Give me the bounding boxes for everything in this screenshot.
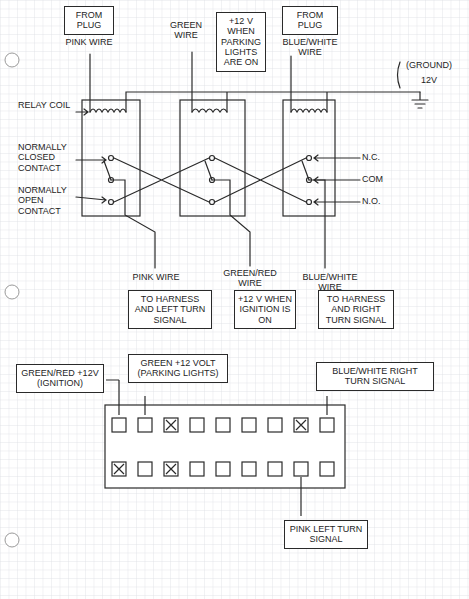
cross-wires [114,158,306,202]
label-box: FROM PLUGBLUE/WHITE WIRE [282,6,338,57]
pointer-arrow [314,177,360,183]
connector-pin [216,418,230,432]
pointer-arrow [314,155,360,161]
relay-coil [90,109,126,112]
annotation-label: NORMALLY CLOSED CONTACT [18,142,76,173]
connector-body [105,405,345,488]
leader-line [106,380,119,415]
pointer-arrow [76,157,106,163]
connector-pin [190,462,204,476]
pink-output-wire [111,180,155,268]
box-text: TO HARNESS AND RIGHT TURN SIGNAL [322,294,390,325]
relay-coil [291,109,327,112]
connector-pin [268,418,282,432]
label-box: +12 V WHEN PARKING LIGHTS ARE ON [216,12,266,72]
punch-holes [5,53,19,547]
relay-schematic [76,52,428,268]
pink-input-wire [89,54,90,112]
connector-pin [138,462,152,476]
blue-white-input-wire [290,56,291,112]
green-input-wire [191,52,192,112]
box-text: GREEN +12 VOLT (PARKING LIGHTS) [132,358,224,379]
connector-pin [112,418,126,432]
box-text: FROM PLUG [64,6,114,35]
connector-pin [164,418,178,432]
label-box: PINK LEFT TURN SIGNAL [284,520,368,549]
leader-line [326,396,327,415]
label-box: +12 V WHEN IGNITION IS ON [234,290,296,329]
annotation-label: N.C. [362,152,402,162]
connector-block [105,380,345,516]
annotation-label: BLUE/WHITE WIRE [298,272,362,293]
unused-pin-mark [166,420,176,430]
annotation-label: COM [362,174,402,184]
connector-pin [268,462,282,476]
ground-bus [126,92,420,112]
relay-box [180,100,245,216]
unused-pin-mark [114,464,124,474]
box-text: +12 V WHEN IGNITION IS ON [238,294,292,325]
annotation-label: NORMALLY OPEN CONTACT [18,185,76,216]
unused-pin-mark [166,464,176,474]
connector-pin [320,462,334,476]
box-text: TO HARNESS AND LEFT TURN SIGNAL [132,294,208,325]
label-box: TO HARNESS AND RIGHT TURN SIGNAL [318,290,394,329]
annotation-label: (GROUND) [404,60,454,70]
relay-coil [192,109,227,112]
green-red-output-wire [212,180,250,266]
ground-symbol [412,92,428,108]
connector-pin [242,418,256,432]
leader-line [144,396,145,415]
annotation-label: PINK WIRE [128,272,184,282]
annotation-label: GREEN/RED WIRE [222,268,278,289]
label-box: GREEN/RED +12V (IGNITION) [16,364,104,393]
annotation-label: 12V [404,75,454,85]
connector-pin [294,462,308,476]
label-box: BLUE/WHITE RIGHT TURN SIGNAL [316,362,434,391]
box-text: FROM PLUG [282,6,338,35]
pointer-arrow [76,109,88,115]
connector-pin [138,418,152,432]
wire-name: BLUE/WHITE WIRE [282,37,338,58]
connector-pin [294,418,308,432]
box-text: PINK LEFT TURN SIGNAL [288,524,364,545]
annotation-label: N.O. [362,196,402,206]
connector-pin [320,418,334,432]
connector-pins [112,418,334,476]
unused-pin-mark [296,420,306,430]
pointer-arrow [76,197,106,203]
blue-white-output-wire [309,180,325,268]
connector-pin [242,462,256,476]
wire-name: PINK WIRE [64,37,114,47]
relay-contacts [104,156,312,205]
annotation-label: GREEN WIRE [166,20,206,41]
pointer-arrow [314,199,360,205]
box-text: BLUE/WHITE RIGHT TURN SIGNAL [320,366,430,387]
box-text: GREEN/RED +12V (IGNITION) [20,368,100,389]
label-box: TO HARNESS AND LEFT TURN SIGNAL [128,290,212,329]
label-box: GREEN +12 VOLT (PARKING LIGHTS) [128,354,228,383]
box-text: +12 V WHEN PARKING LIGHTS ARE ON [220,16,262,68]
connector-pin [112,462,126,476]
connector-pin [164,462,178,476]
bracket [398,62,401,88]
connector-pin [216,462,230,476]
connector-pin [190,418,204,432]
annotation-label: RELAY COIL [18,100,76,110]
label-box: FROM PLUG PINK WIRE [64,6,114,47]
leader-line [300,477,301,516]
